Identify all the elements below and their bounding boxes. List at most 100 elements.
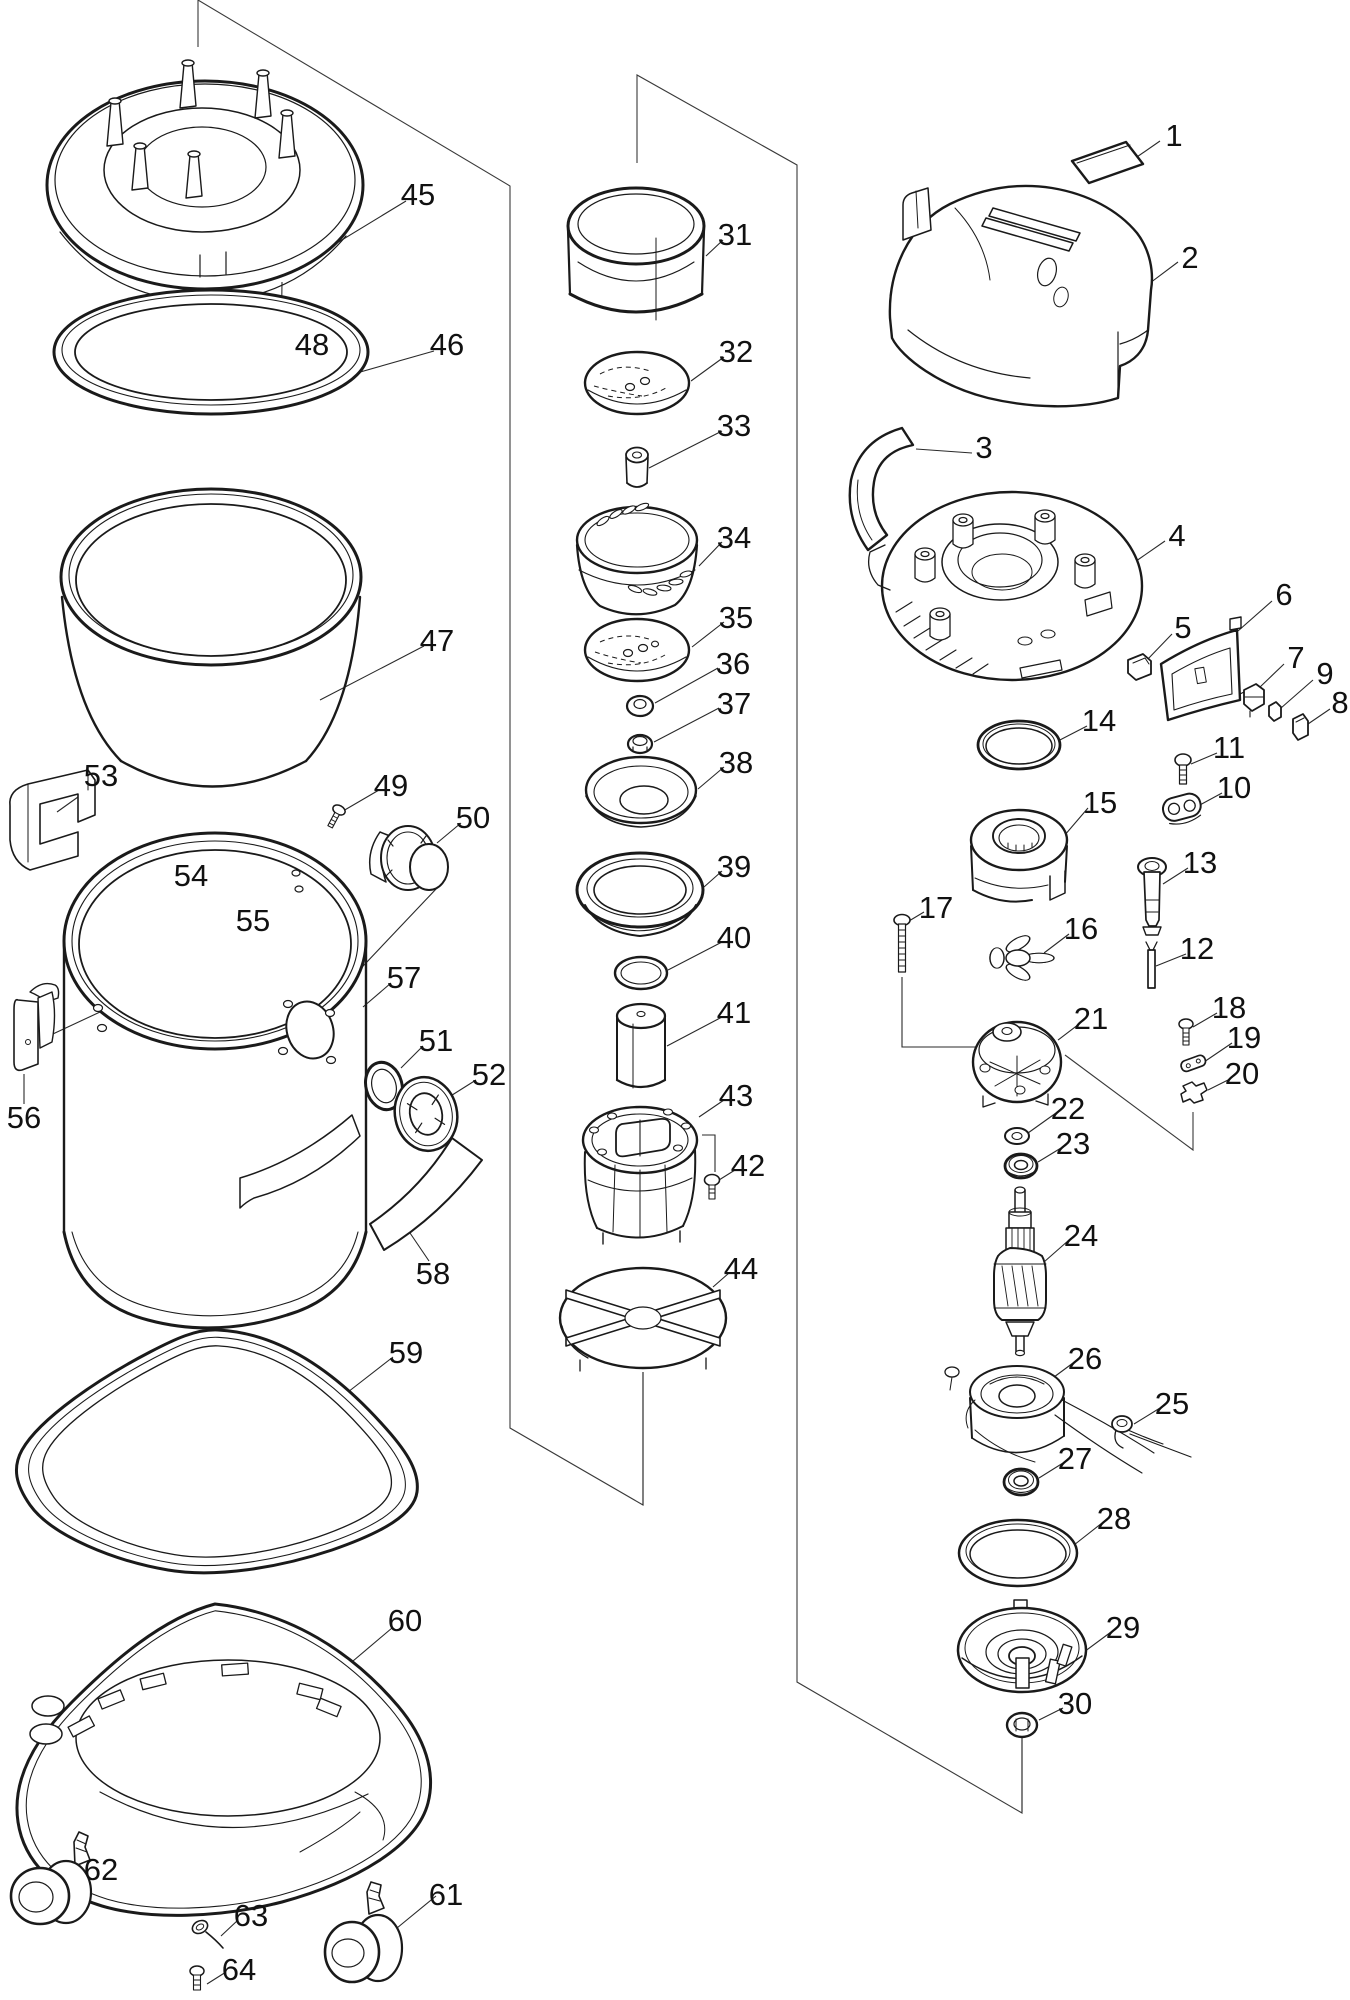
part-52-hose-coupling [393, 1075, 459, 1153]
part-57-tank [62, 831, 368, 1330]
part-label-8: 8 [1331, 685, 1348, 720]
part-35-damper [583, 617, 691, 683]
part-label-32: 32 [719, 334, 753, 369]
part-50-knob [368, 825, 449, 891]
part-42-screw [703, 1173, 721, 1200]
part-39-float-seal [575, 851, 705, 937]
part-40-o-ring [613, 955, 669, 991]
part-15-fan-guide [969, 808, 1069, 903]
part-51-o-ring [364, 1060, 404, 1112]
part-label-56: 56 [7, 1100, 41, 1135]
part-labels: 1 2 3 4 5 6 7 8 9 10 11 12 13 14 15 16 1… [7, 118, 1349, 1987]
part-5-clip [1127, 653, 1152, 681]
part-17-long-screw [893, 913, 911, 973]
part-10-link-plate [1161, 792, 1202, 825]
part-30-nut [1005, 1711, 1039, 1739]
part-64-screw [189, 1965, 205, 1991]
part-6-inlet-panel [1159, 616, 1242, 722]
part-16-fan [989, 935, 1055, 981]
part-label-50: 50 [456, 800, 490, 835]
part-22-washer [1004, 1127, 1030, 1145]
part-label-7: 7 [1287, 640, 1304, 675]
part-label-33: 33 [717, 408, 751, 443]
part-3-cover-band [848, 426, 915, 552]
part-32-damper [583, 350, 691, 416]
part-label-13: 13 [1183, 845, 1217, 880]
part-33-spindle [625, 446, 649, 488]
part-4-motor-base [867, 490, 1144, 682]
part-26-field-stator [944, 1365, 1155, 1474]
part-label-20: 20 [1225, 1056, 1259, 1091]
part-label-51: 51 [419, 1023, 453, 1058]
part-27-bearing [1002, 1467, 1040, 1497]
part-45-tank-cover [45, 59, 365, 303]
part-label-17: 17 [919, 890, 953, 925]
part-label-36: 36 [716, 646, 750, 681]
part-label-45: 45 [401, 177, 435, 212]
part-label-44: 44 [724, 1251, 758, 1286]
part-label-62: 62 [84, 1852, 118, 1887]
part-label-30: 30 [1058, 1686, 1092, 1721]
part-label-14: 14 [1082, 703, 1116, 738]
part-62-caster [9, 1831, 93, 1926]
part-label-9: 9 [1316, 656, 1333, 691]
part-label-53: 53 [84, 758, 118, 793]
part-label-40: 40 [717, 920, 751, 955]
part-8-chip [1292, 713, 1309, 741]
part-44-baffle-plate [558, 1266, 728, 1372]
part-label-18: 18 [1212, 990, 1246, 1025]
part-label-49: 49 [374, 768, 408, 803]
part-28-seal-ring [957, 1518, 1079, 1588]
part-60-base [15, 1602, 432, 1917]
part-37-nut [626, 733, 654, 755]
part-7-switch [1239, 683, 1265, 718]
part-label-63: 63 [234, 1898, 268, 1933]
part-label-37: 37 [717, 686, 751, 721]
part-label-26: 26 [1068, 1341, 1102, 1376]
part-18-screw [1178, 1018, 1194, 1046]
part-label-55: 55 [236, 903, 270, 938]
part-label-35: 35 [719, 600, 753, 635]
part-31-sleeve [566, 186, 706, 321]
part-label-4: 4 [1168, 518, 1185, 553]
part-label-1: 1 [1165, 118, 1182, 153]
part-label-10: 10 [1217, 770, 1251, 805]
part-label-38: 38 [719, 745, 753, 780]
part-56-latch [13, 982, 60, 1072]
part-label-23: 23 [1056, 1126, 1090, 1161]
part-label-47: 47 [420, 623, 454, 658]
part-38-filter-bowl [584, 755, 698, 828]
part-label-19: 19 [1227, 1020, 1261, 1055]
part-11-screw [1174, 753, 1192, 785]
part-label-61: 61 [429, 1877, 463, 1912]
part-63-clip [191, 1919, 224, 1949]
part-label-46: 46 [430, 327, 464, 362]
part-24-armature [993, 1186, 1047, 1357]
part-label-39: 39 [717, 849, 751, 884]
part-label-54: 54 [174, 858, 208, 893]
part-9-chip [1268, 701, 1282, 722]
part-59-base-gasket [14, 1328, 419, 1575]
part-58-band [369, 1137, 483, 1251]
part-41-float-cylinder [615, 1002, 667, 1089]
part-label-15: 15 [1083, 785, 1117, 820]
part-19-clip [1180, 1054, 1207, 1073]
part-label-2: 2 [1181, 240, 1198, 275]
part-53-bracket [9, 769, 96, 871]
part-20-clamp [1180, 1081, 1208, 1104]
part-label-58: 58 [416, 1256, 450, 1291]
part-label-6: 6 [1275, 577, 1292, 612]
part-14-ring [976, 719, 1062, 771]
part-label-52: 52 [472, 1057, 506, 1092]
part-label-21: 21 [1074, 1001, 1108, 1036]
part-label-31: 31 [718, 217, 752, 252]
part-2-motor-cover [888, 184, 1154, 408]
part-label-34: 34 [717, 520, 751, 555]
part-label-28: 28 [1097, 1501, 1131, 1536]
part-label-5: 5 [1174, 610, 1191, 645]
part-label-48: 48 [295, 327, 329, 362]
part-46-seal-ring [52, 288, 370, 416]
part-13-shaft-pin [1137, 857, 1167, 936]
